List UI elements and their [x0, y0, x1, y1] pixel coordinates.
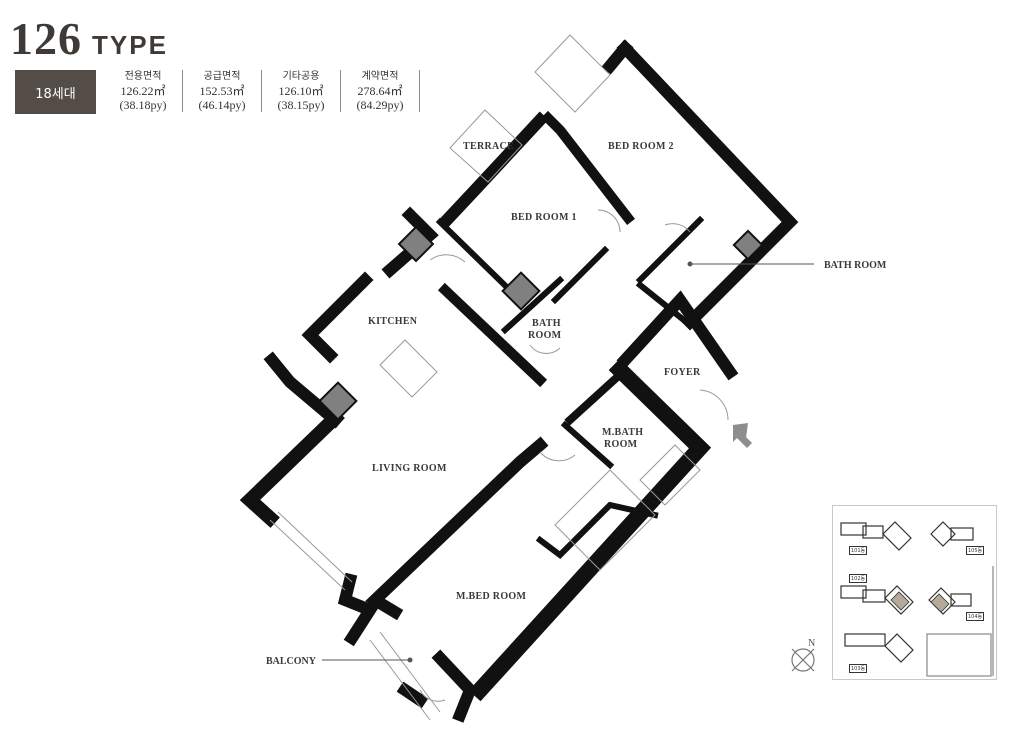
area-label: 기타공용 [282, 71, 320, 82]
key-plan: 101동 105동 102동 104동 103동 [832, 505, 997, 680]
area-value: 152.53㎡ [199, 84, 245, 98]
area-label: 계약면적 [361, 71, 399, 82]
callout-dot [687, 261, 693, 267]
shafts [318, 225, 764, 421]
area-value: 126.10㎡ [278, 84, 324, 98]
terrace-label: TERRACE [463, 141, 514, 152]
balcony-label: BALCONY [266, 656, 317, 667]
units-badge: 18세대 [15, 70, 96, 114]
type-title: 126 TYPE [10, 12, 168, 65]
area-value: 126.22㎡ [120, 84, 166, 98]
area-label: 공급면적 [203, 71, 241, 82]
key-plan-tag: 105동 [966, 546, 985, 555]
m-bath-label-2: ROOM [604, 439, 638, 450]
area-py: (84.29py) [356, 98, 404, 112]
foyer-label: FOYER [664, 367, 701, 378]
key-plan-tag: 101동 [849, 546, 868, 555]
thin-lines [269, 34, 729, 721]
area-py: (46.14py) [198, 98, 246, 112]
area-table: 전용면적 126.22㎡ (38.18py) 공급면적 152.53㎡ (46.… [104, 70, 420, 112]
key-plan-tag: 102동 [849, 574, 868, 583]
type-word: TYPE [92, 30, 168, 60]
area-common: 기타공용 126.10㎡ (38.15py) [262, 70, 341, 112]
area-py: (38.15py) [277, 98, 325, 112]
key-plan-tag: 104동 [966, 612, 985, 621]
type-number: 126 [10, 13, 82, 64]
m-bed-room-label: M.BED ROOM [456, 591, 526, 602]
bath-room-label-2: ROOM [528, 330, 562, 341]
living-room-label: LIVING ROOM [372, 463, 447, 474]
bed-room-2-label: BED ROOM 2 [608, 141, 674, 152]
area-supply: 공급면적 152.53㎡ (46.14py) [183, 70, 262, 112]
compass-north-label: N [808, 638, 815, 649]
outer-walls [239, 39, 799, 723]
m-bath-label-1: M.BATH [602, 427, 643, 438]
kitchen-label: KITCHEN [368, 316, 418, 327]
entry-arrow-icon [733, 423, 752, 448]
area-exclusive: 전용면적 126.22㎡ (38.18py) [104, 70, 183, 112]
area-py: (38.18py) [119, 98, 167, 112]
bath-room-label-1: BATH [532, 318, 561, 329]
area-label: 전용면적 [124, 71, 162, 82]
area-value: 278.64㎡ [357, 84, 403, 98]
bed-room-1-label: BED ROOM 1 [511, 212, 577, 223]
area-contract: 계약면적 278.64㎡ (84.29py) [341, 70, 420, 112]
compass-icon: N [791, 638, 815, 672]
key-plan-drawing [840, 521, 994, 677]
key-plan-tag: 103동 [849, 664, 868, 673]
bath-room-callout-label: BATH ROOM [824, 260, 887, 271]
callout-dot [407, 657, 413, 663]
